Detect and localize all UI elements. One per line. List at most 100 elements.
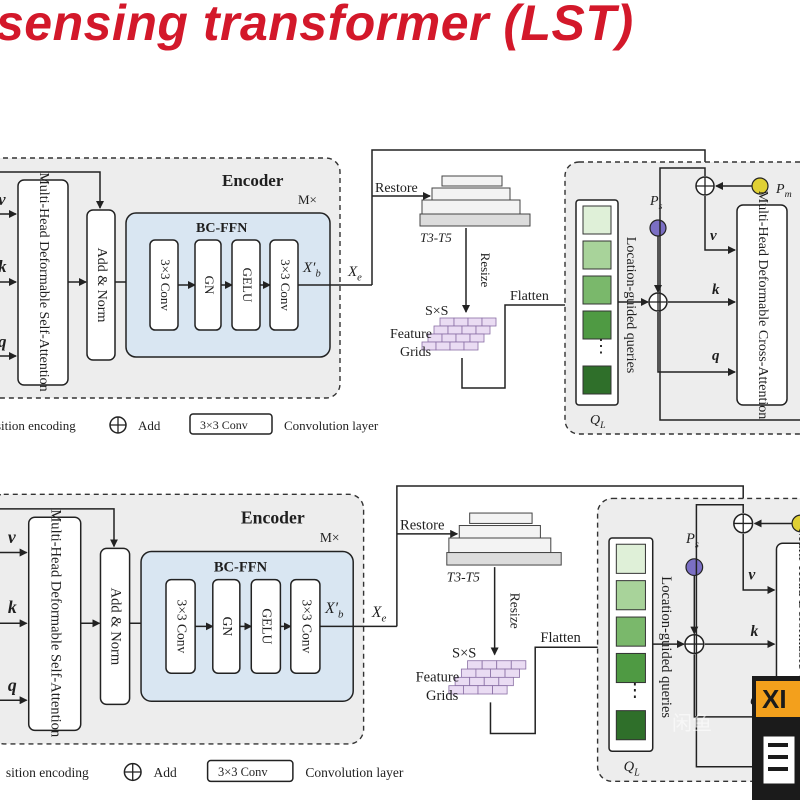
bcffn-label: BC-FFN — [214, 559, 268, 575]
watermark: XI 闲鱼 — [672, 676, 800, 800]
legend-conv-text: Convolution layer — [284, 418, 379, 433]
encoder-label: Encoder — [222, 171, 284, 190]
feature-grid-cell — [510, 660, 527, 670]
cross-k-label: k — [750, 623, 758, 640]
feature-grid-cell — [439, 317, 455, 327]
repeat-label: M× — [298, 192, 317, 207]
gn-block-label: GN — [202, 276, 217, 295]
legend-add-label: Add — [138, 418, 161, 433]
ql-label: QL — [624, 759, 641, 778]
t3t5-layer — [448, 537, 552, 554]
cross-attention-label: Multi-Head Deformable Cross-Attention — [755, 191, 770, 420]
add-norm-label: Add & Norm — [94, 248, 109, 323]
feature-grid-cell — [467, 317, 483, 327]
legend-position-encoding: sition encoding — [0, 418, 76, 433]
feature-grid-cell — [449, 341, 465, 351]
gelu-block-label: GELU — [240, 268, 255, 303]
legend-conv-box — [189, 413, 273, 435]
xb-prime-label: X′b — [324, 600, 344, 621]
sxs-label: S×S — [452, 646, 476, 662]
feature-grid-cell — [496, 660, 512, 670]
add-icon-cross — [733, 514, 753, 533]
k-label: k — [0, 257, 7, 276]
cross-attention-block — [736, 204, 788, 406]
sxs-label: S×S — [425, 304, 448, 319]
add-icon-cross — [696, 177, 714, 195]
add-icon-cross — [124, 763, 142, 781]
legend-conv-box — [206, 759, 294, 783]
feature-grid-cell — [469, 676, 485, 687]
feature-grid-cell — [481, 317, 497, 327]
q-label: q — [8, 675, 17, 695]
feature-grid-cell — [441, 333, 457, 343]
query-cell — [582, 310, 612, 340]
cross-attention-label: Multi-Head Deformable Cross-Attention — [795, 528, 800, 766]
add-norm-label: Add & Norm — [108, 588, 124, 666]
feature-grid-cell — [469, 333, 485, 343]
feature-grid-cell — [477, 685, 493, 695]
legend-conv-box-label: 3×3 Conv — [200, 418, 248, 432]
t3t5-label: T3-T5 — [420, 230, 452, 245]
connector-line — [704, 196, 736, 254]
cross-k-label: k — [712, 282, 720, 298]
gelu-block-label: GELU — [260, 608, 275, 644]
connector-line — [659, 167, 800, 421]
t3t5-layer — [469, 512, 533, 524]
xe-label: Xe — [347, 264, 362, 284]
connector-line — [0, 171, 104, 209]
feature-grid-cell — [455, 333, 471, 343]
conv-block-2 — [290, 578, 321, 674]
resize-label: Resize — [507, 593, 522, 629]
t3t5-layer — [446, 552, 562, 566]
query-cell — [582, 275, 612, 305]
feature-grid-cell — [467, 660, 483, 670]
feature-grid-cell — [447, 325, 463, 335]
connector-line — [693, 654, 776, 721]
query-cell — [615, 543, 646, 574]
conv-block-1-label: 3×3 Conv — [158, 259, 173, 311]
xe-label: Xe — [371, 604, 387, 625]
connector-line — [657, 312, 736, 376]
connector-line — [695, 503, 800, 768]
add-norm-block — [99, 547, 131, 706]
query-cell — [582, 240, 612, 270]
restore-label: Restore — [375, 181, 418, 196]
connector-line — [0, 508, 118, 548]
flatten-label: Flatten — [510, 289, 549, 304]
q-label: q — [0, 332, 7, 351]
cross-q-label: q — [712, 348, 720, 364]
query-cell — [615, 710, 646, 741]
self-attention-label: Multi-Head Deformable Self-Attention — [36, 172, 51, 391]
feature-grid-cell — [498, 676, 514, 687]
xb-prime-label: X′b — [302, 260, 321, 280]
t3t5-layer — [458, 525, 541, 539]
feature-grid-cell — [481, 660, 498, 670]
query-cell — [582, 365, 612, 395]
bcffn-label: BC-FFN — [196, 221, 247, 236]
add-icon-cross — [684, 634, 704, 654]
feature-grids-label: Feature — [416, 670, 460, 686]
query-ellipsis: ⋮ — [626, 680, 645, 701]
legend-add-label: Add — [154, 765, 178, 780]
connector-line — [489, 643, 609, 735]
encoder-label: Encoder — [241, 507, 305, 527]
feature-grid-cell — [490, 668, 506, 678]
feature-grids-label-2: Grids — [426, 688, 459, 704]
feature-grid-cell — [435, 341, 451, 351]
k-label: k — [8, 597, 17, 617]
connector-line — [461, 301, 576, 389]
feature-grids-label-2: Grids — [400, 345, 431, 360]
v-label: v — [0, 190, 6, 209]
query-cell — [582, 205, 612, 235]
queries-label: Location-guided queries — [658, 576, 674, 718]
feature-grid-cell — [453, 317, 469, 327]
t3t5-layer — [441, 175, 503, 187]
restore-label: Restore — [400, 518, 444, 534]
feature-grid-cell — [463, 341, 479, 351]
query-cell — [615, 616, 646, 647]
repeat-label: M× — [320, 530, 340, 545]
flatten-label: Flatten — [540, 630, 581, 646]
conv-block-2-label: 3×3 Conv — [299, 599, 314, 653]
